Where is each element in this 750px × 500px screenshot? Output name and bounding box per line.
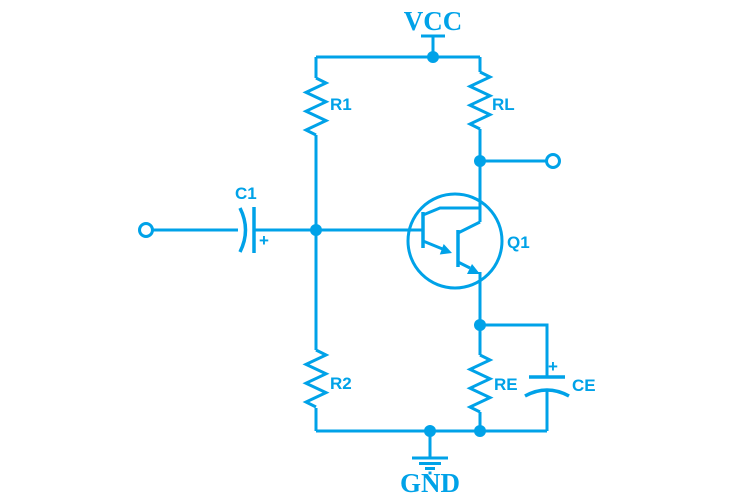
input-circle-icon: [138, 222, 154, 238]
transistor-q1: Q1: [406, 161, 530, 290]
junction-dot-gnd: [424, 425, 436, 437]
resistor-r2: R2: [302, 348, 352, 431]
vcc-label: VCC: [404, 6, 463, 36]
vcc-terminal: VCC: [404, 6, 463, 57]
transistor-circle: [406, 192, 504, 290]
junction-dot-collector: [474, 155, 486, 167]
junction-dot-base: [310, 224, 322, 236]
re-zigzag: [466, 353, 494, 414]
r2-label: R2: [330, 374, 352, 393]
output-circle-icon: [545, 153, 561, 169]
junction-dot-re-bottom: [474, 425, 486, 437]
c1-curved-plate: [238, 207, 248, 253]
ground-terminal: GND: [400, 431, 460, 498]
r1-label: R1: [330, 95, 352, 114]
ce-top-wire: [480, 323, 549, 377]
q1-emitter-2: [457, 260, 471, 270]
gnd-label: GND: [400, 468, 460, 498]
capacitor-ce: + CE: [480, 323, 596, 431]
q1-emitter-1: [422, 239, 446, 252]
resistor-r1: R1: [302, 57, 352, 137]
q1-collector-1: [422, 206, 480, 217]
resistor-re: RE: [466, 325, 518, 431]
capacitor-c1: C1 +: [235, 184, 269, 253]
input-terminal: [138, 222, 238, 238]
q1-emitter-arrow-1-icon: [439, 244, 452, 255]
c1-label: C1: [235, 184, 257, 203]
junction-dot-emitter: [474, 319, 486, 331]
q1-emitter-arrow-2-icon: [467, 264, 480, 274]
re-label: RE: [494, 375, 518, 394]
output-terminal: [480, 153, 561, 169]
ce-label: CE: [572, 376, 596, 395]
rl-zigzag: [466, 70, 494, 131]
c1-plus-sign: +: [259, 231, 269, 250]
q1-label: Q1: [507, 233, 530, 252]
rl-label: RL: [492, 95, 515, 114]
ce-plus-sign: +: [548, 357, 558, 376]
junction-dot-vcc: [427, 51, 439, 63]
r1-zigzag: [302, 76, 330, 137]
r2-zigzag: [302, 348, 330, 409]
resistor-rl: RL: [466, 57, 515, 161]
q1-collector-2: [457, 220, 481, 235]
